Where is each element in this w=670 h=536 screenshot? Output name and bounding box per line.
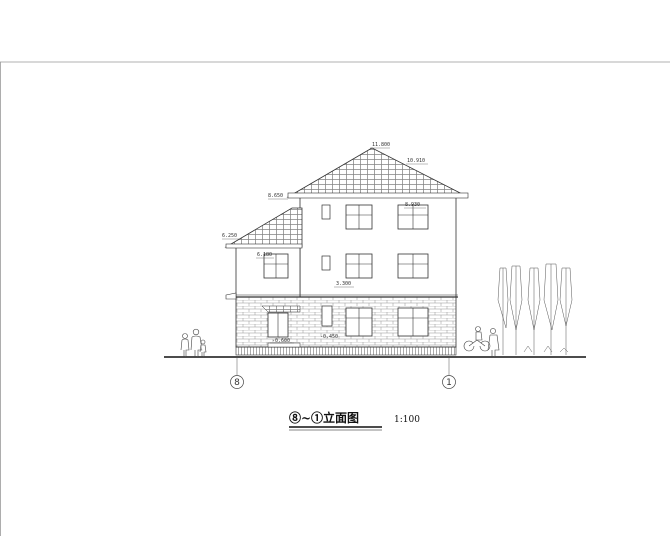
window-3f-left [345, 204, 373, 230]
window-1f-right [397, 307, 429, 337]
plinth [235, 346, 457, 356]
window-1f-left [345, 307, 373, 337]
elev-first-floor: 3.300 [336, 281, 351, 287]
elev-side-roof: 6.250 [222, 233, 237, 239]
elev-ground: -0.600 [272, 338, 290, 344]
elev-ridge: 11.800 [372, 142, 390, 148]
elev-base: -0.450 [320, 334, 338, 340]
people-left [180, 328, 207, 357]
title-text: ⑧~①立面图 [289, 410, 359, 425]
window-1f-small [321, 305, 333, 327]
window-2f-left [345, 253, 373, 279]
elev-mid-roof: 8.650 [268, 193, 283, 199]
axis-right-bubble [442, 375, 456, 389]
main-roof [286, 147, 469, 198]
elev-upper-eave: 10.910 [407, 158, 425, 164]
trees-right [497, 263, 573, 355]
elevation-marks: 11.800 10.910 8.930 8.650 6.250 6.180 3.… [222, 142, 428, 344]
window-2f-right [397, 253, 429, 279]
window-1f-side [267, 312, 289, 338]
window-2f-small [321, 255, 331, 271]
elev-upper-wall: 8.930 [405, 202, 420, 208]
axis-left-label: 8 [234, 378, 240, 388]
axis-right-label: 1 [446, 378, 452, 388]
axis-right: 1 [442, 357, 456, 389]
window-3f-right [397, 204, 429, 230]
side-roof-fascia [225, 243, 303, 249]
main-roof-fascia [287, 192, 469, 199]
building [224, 147, 469, 356]
scale-text: 1:100 [394, 415, 420, 425]
axis-left: 8 [230, 357, 244, 389]
entry-canopy [261, 305, 301, 313]
elev-second-floor: 6.180 [257, 252, 272, 258]
axis-left-bubble [230, 375, 244, 389]
window-3f-small [321, 204, 331, 220]
side-roof [224, 207, 303, 248]
people-right [463, 326, 500, 357]
drawing-title: ⑧~①立面图 1:100 [289, 410, 420, 431]
side-eave [225, 292, 237, 300]
